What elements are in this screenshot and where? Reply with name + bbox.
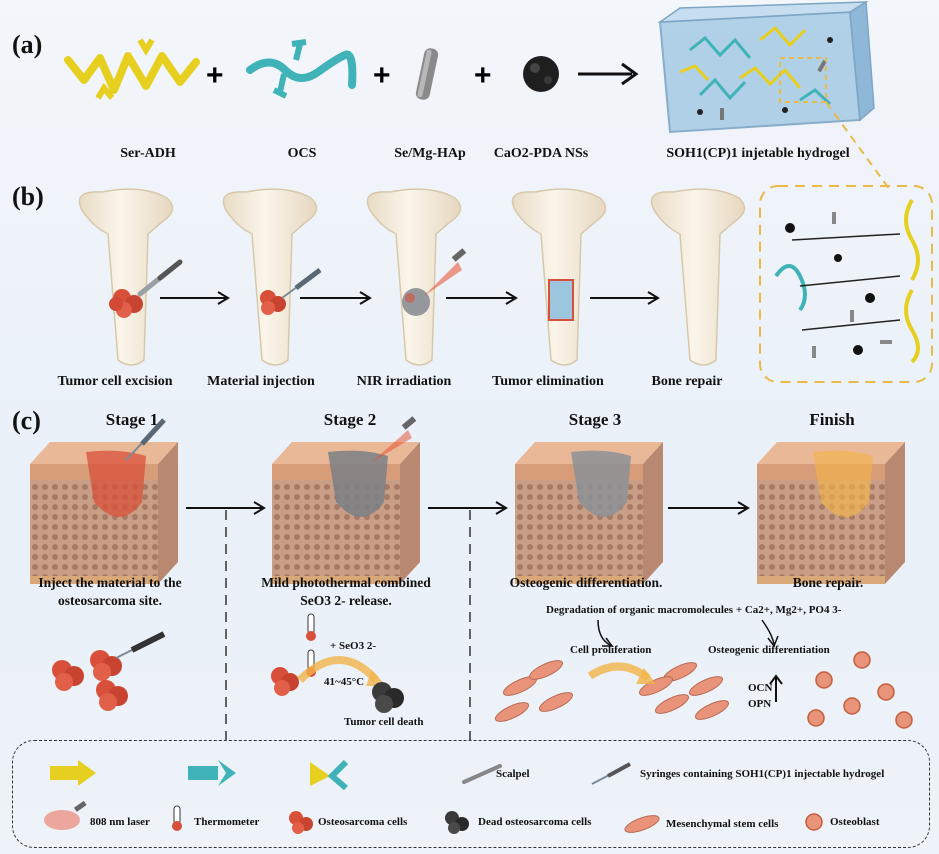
- tissue-block-4-icon: [757, 442, 905, 584]
- curved-arrow-icon: [297, 656, 379, 683]
- temperature-text: 41~45°C: [324, 676, 365, 688]
- label-step-elimination: Tumor elimination: [492, 374, 604, 389]
- zoom-connector-line: [825, 101, 891, 191]
- panel-b-arrows: [160, 291, 660, 305]
- ser-adh-chain-icon: [64, 38, 200, 100]
- laser-icon: [424, 248, 467, 296]
- plus-sign-2: +: [373, 59, 391, 92]
- tissue-block-3-icon: [515, 442, 663, 584]
- bone-1-icon: [78, 188, 183, 366]
- plus-sign-3: +: [474, 59, 492, 92]
- arrow-to-hydrogel: [578, 62, 639, 86]
- finish-title: Finish: [809, 410, 855, 429]
- legend-syringe: Syringes containing SOH1(CP)1 injectable…: [640, 768, 885, 780]
- stage-2-title: Stage 2: [323, 410, 377, 429]
- legend-osteoblast: Osteoblast: [830, 816, 880, 828]
- panel-a-graphics: + + +: [64, 0, 891, 191]
- label-hap: Se/Mg-HAp: [394, 146, 466, 161]
- thermometer-icon: [172, 805, 182, 831]
- scalpel-icon: [137, 259, 183, 297]
- tumor-death-text: Tumor cell death: [344, 716, 424, 728]
- msc-legend-icon: [624, 815, 660, 833]
- hap-rod-icon: [415, 48, 439, 100]
- legend-scalpel: Scalpel: [496, 768, 530, 780]
- syringe-icon: [281, 268, 322, 299]
- finish-desc: Bone repair.: [792, 575, 864, 590]
- thermometer-icon: [306, 613, 316, 641]
- label-hydrogel: SOH1(CP)1 injetable hydrogel: [666, 146, 850, 161]
- legend-box: [12, 740, 930, 848]
- tumor-cluster-icon: [52, 660, 84, 691]
- dead-cell-legend-icon: [445, 811, 469, 834]
- ocn-text: OCN: [748, 682, 773, 694]
- osteoblast-cells-icon: [807, 651, 913, 729]
- stage-3-title: Stage 3: [568, 410, 622, 429]
- legend-osteosarcoma: Osteosarcoma cells: [318, 816, 408, 828]
- hydrogel-fill-icon: [402, 288, 430, 316]
- label-step-repair: Bone repair: [651, 374, 723, 389]
- cao2-pda-nanosheet-icon: [523, 56, 559, 92]
- molecular-structure-inset: [759, 185, 933, 383]
- syringe-icon: [591, 762, 631, 785]
- label-step-injection: Material injection: [207, 374, 315, 389]
- legend-graphics: [44, 759, 823, 834]
- osteosarcoma-legend-icon: [289, 811, 313, 834]
- tumor-cluster-icon: [260, 290, 286, 315]
- ser-adh-legend-icon: [50, 760, 96, 786]
- tissue-block-1-icon: [30, 418, 178, 584]
- dead-cell-cluster-icon: [372, 682, 404, 713]
- opn-text: OPN: [748, 698, 772, 710]
- laser-icon: [44, 800, 87, 830]
- label-cao2: CaO2-PDA NSs: [493, 146, 589, 161]
- label-ser-adh: Ser-ADH: [120, 146, 176, 161]
- plus-sign-1: +: [206, 59, 224, 92]
- msc-cells-icon: [494, 660, 730, 722]
- osteoblast-legend-icon: [805, 813, 823, 831]
- cell-proliferation-text: Cell proliferation: [570, 644, 652, 656]
- panel-c-tissue-blocks: [30, 416, 905, 740]
- bone-4-icon: [511, 188, 607, 366]
- tissue-block-2-icon: [272, 416, 420, 584]
- repair-scaffold-icon: [548, 279, 574, 321]
- stage-1-title: Stage 1: [105, 410, 159, 429]
- laser-icon: [372, 416, 417, 462]
- degradation-text: Degradation of organic macromolecules + …: [546, 604, 842, 616]
- ocs-chain-icon: [246, 39, 357, 99]
- panel-a-label: (a): [12, 30, 43, 59]
- panel-c-cell-diagrams: [52, 613, 913, 729]
- scalpel-icon: [462, 764, 502, 784]
- tumor-cluster-icon: [109, 289, 143, 318]
- legend-laser: 808 nm laser: [90, 816, 150, 828]
- bone-2-icon: [222, 188, 322, 366]
- legend-dead: Dead osteosarcoma cells: [478, 816, 592, 828]
- label-ocs: OCS: [287, 146, 317, 161]
- legend-thermometer: Thermometer: [194, 816, 260, 828]
- label-step-excision: Tumor cell excision: [57, 374, 173, 389]
- panel-b-label: (b): [12, 182, 44, 211]
- stage-separators: [225, 510, 471, 740]
- label-step-nir: NIR irradiation: [356, 374, 452, 389]
- hydrogel-block-icon: [657, 0, 875, 134]
- stage-3-desc: Osteogenic differentiation.: [509, 575, 663, 590]
- tumor-cluster-icon: [96, 680, 128, 711]
- syringe-icon: [125, 418, 166, 461]
- panel-b-graphics: [78, 185, 933, 383]
- seo3-text: + SeO3 2-: [330, 640, 376, 652]
- syringe-icon: [115, 631, 166, 659]
- legend-msc: Mesenchymal stem cells: [666, 818, 779, 830]
- ocs-legend-icon: [188, 760, 236, 786]
- osteogenic-differentiation-text: Osteogenic differentiation: [708, 644, 830, 656]
- tumor-cluster-icon: [271, 667, 299, 696]
- bone-3-icon: [366, 188, 467, 366]
- panel-c-label: (c): [12, 406, 41, 435]
- panel-c-arrows: [186, 501, 750, 515]
- tumor-cluster-icon: [90, 650, 122, 681]
- bone-5-icon: [650, 188, 746, 366]
- hydrazone-bond-legend-icon: [310, 759, 349, 791]
